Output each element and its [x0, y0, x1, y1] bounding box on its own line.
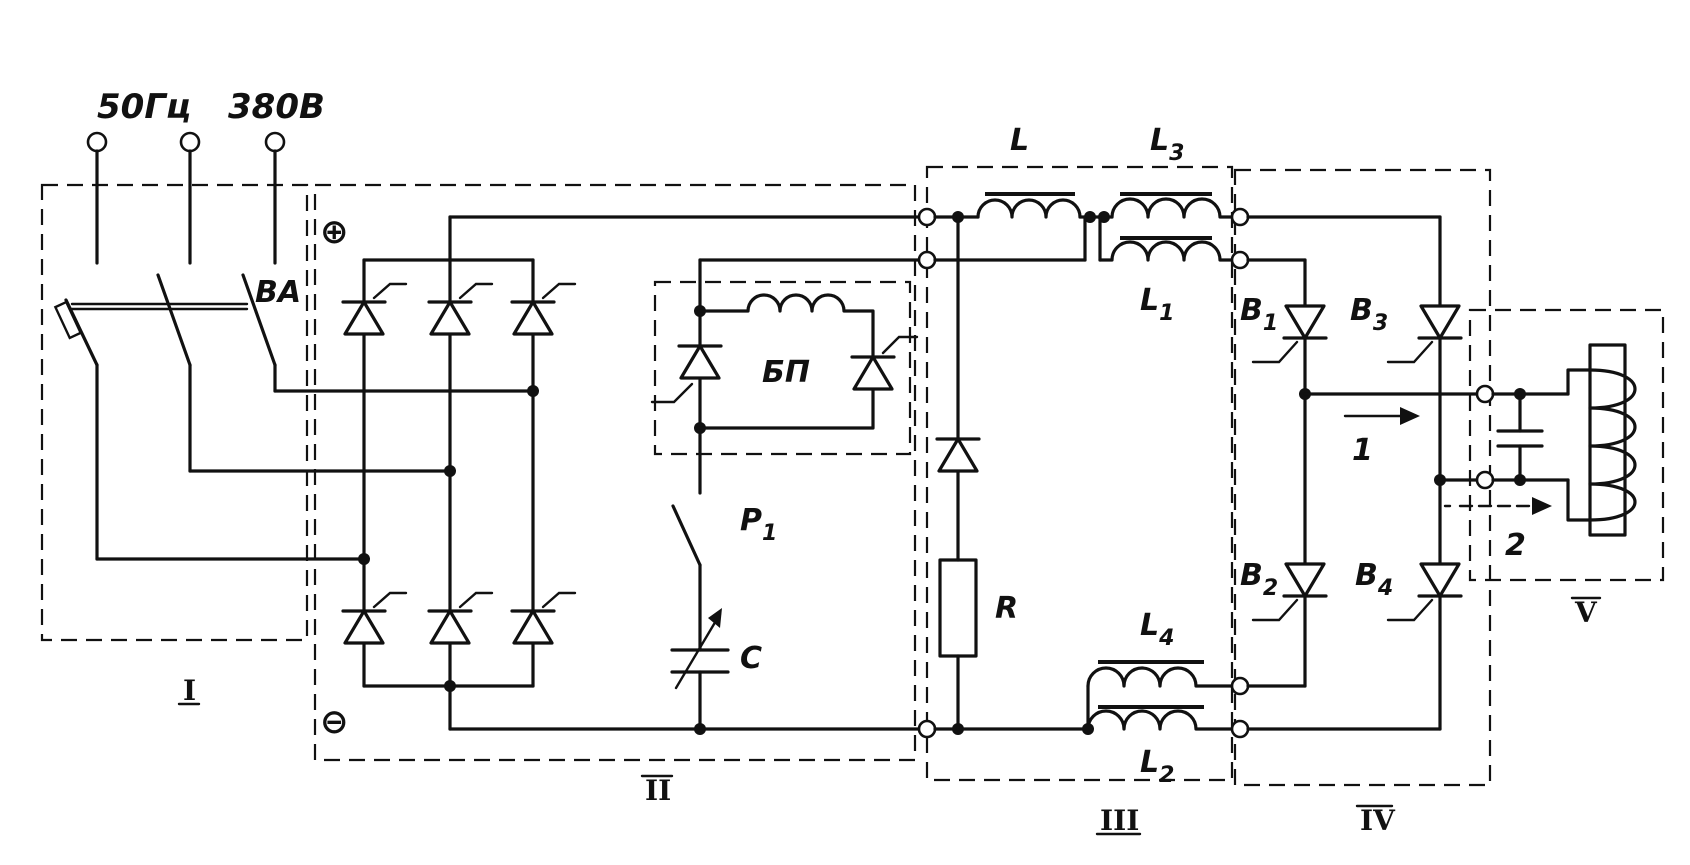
- section-label-5: V: [1574, 596, 1598, 629]
- freewheel-diode: [935, 437, 981, 473]
- current-2-label: 2: [1505, 528, 1526, 563]
- supply-section: [53, 131, 535, 561]
- box-section-3: [925, 165, 1234, 782]
- thyristor-upper-3: [510, 282, 577, 336]
- section-3-circuit: [933, 192, 1250, 739]
- power-block-label: БП: [762, 355, 810, 390]
- power-block-thyristor-1: [650, 344, 723, 404]
- thyristor-upper-2: [427, 282, 494, 336]
- dc-rails: [448, 215, 923, 731]
- thyristor-b4: [1386, 562, 1463, 622]
- current-1-label: 1: [1352, 433, 1373, 468]
- thyristor-bridge: [341, 215, 577, 731]
- resistor-r: [938, 558, 978, 658]
- section-label-1: I: [183, 674, 196, 707]
- inductor-l3: [1110, 192, 1234, 219]
- box-section-5: [1468, 308, 1665, 582]
- thyristor-lower-1: [341, 591, 408, 645]
- supply-terminal-c: [264, 131, 286, 153]
- inductor-l4: [1086, 660, 1234, 688]
- section-label-4: IV: [1360, 804, 1396, 837]
- section-label-3: III: [1100, 804, 1139, 837]
- box-power-block: [653, 280, 912, 456]
- supply-voltage-label: 380В: [228, 87, 325, 127]
- plus-symbol: ⊕: [320, 212, 349, 252]
- relay-label: P1: [740, 503, 777, 546]
- inductor-l3-label: L3: [1150, 123, 1184, 166]
- supply-frequency-label: 50Гц: [97, 87, 191, 127]
- inductor-l2: [1086, 709, 1234, 731]
- variable-capacitor: [670, 608, 730, 690]
- capacitor-label: C: [740, 641, 762, 676]
- inductor-l-label: L: [1010, 123, 1029, 158]
- thyristor-lower-3: [510, 591, 577, 645]
- resistor-label: R: [995, 591, 1018, 626]
- minus-symbol: ⊖: [320, 702, 349, 742]
- inductor-l2-label: L2: [1140, 745, 1174, 788]
- inductor-l4-label: L4: [1140, 608, 1174, 651]
- box-section-1: [40, 183, 309, 642]
- load-capacitor: [1496, 392, 1544, 482]
- inductor-l: [976, 192, 1082, 219]
- thyristor-upper-1: [341, 282, 408, 336]
- labels: 50Гц 380В ВА ⊕ ⊖ БП P1 C R L L3 L1 L4 L2…: [97, 87, 1602, 837]
- current-arrow-1: [1343, 407, 1420, 425]
- load-section: [1475, 343, 1637, 537]
- inductor-l1-label: L1: [1140, 283, 1174, 326]
- supply-terminal-a: [86, 131, 108, 153]
- thyristor-lower-2: [427, 591, 494, 645]
- induction-coil: [1566, 343, 1637, 537]
- thyristor-b2: [1251, 562, 1328, 622]
- section-label-2: II: [645, 774, 671, 807]
- valve-b2-label: B2: [1240, 558, 1278, 601]
- valve-b3-label: B3: [1350, 293, 1388, 336]
- relay-contact: [671, 504, 702, 567]
- current-arrow-2: [1443, 497, 1552, 515]
- thyristor-b1: [1251, 304, 1328, 364]
- box-section-4: [1233, 168, 1492, 787]
- inductor-l1: [1098, 240, 1234, 262]
- valve-b4-label: B4: [1355, 558, 1393, 601]
- power-block: [650, 258, 919, 735]
- valve-b1-label: B1: [1240, 293, 1278, 336]
- thyristor-b3: [1386, 304, 1463, 364]
- power-block-thyristor-2: [850, 335, 919, 391]
- supply-terminal-b: [179, 131, 201, 153]
- breaker-label: ВА: [255, 275, 301, 310]
- inverter-bridge: [1246, 215, 1552, 731]
